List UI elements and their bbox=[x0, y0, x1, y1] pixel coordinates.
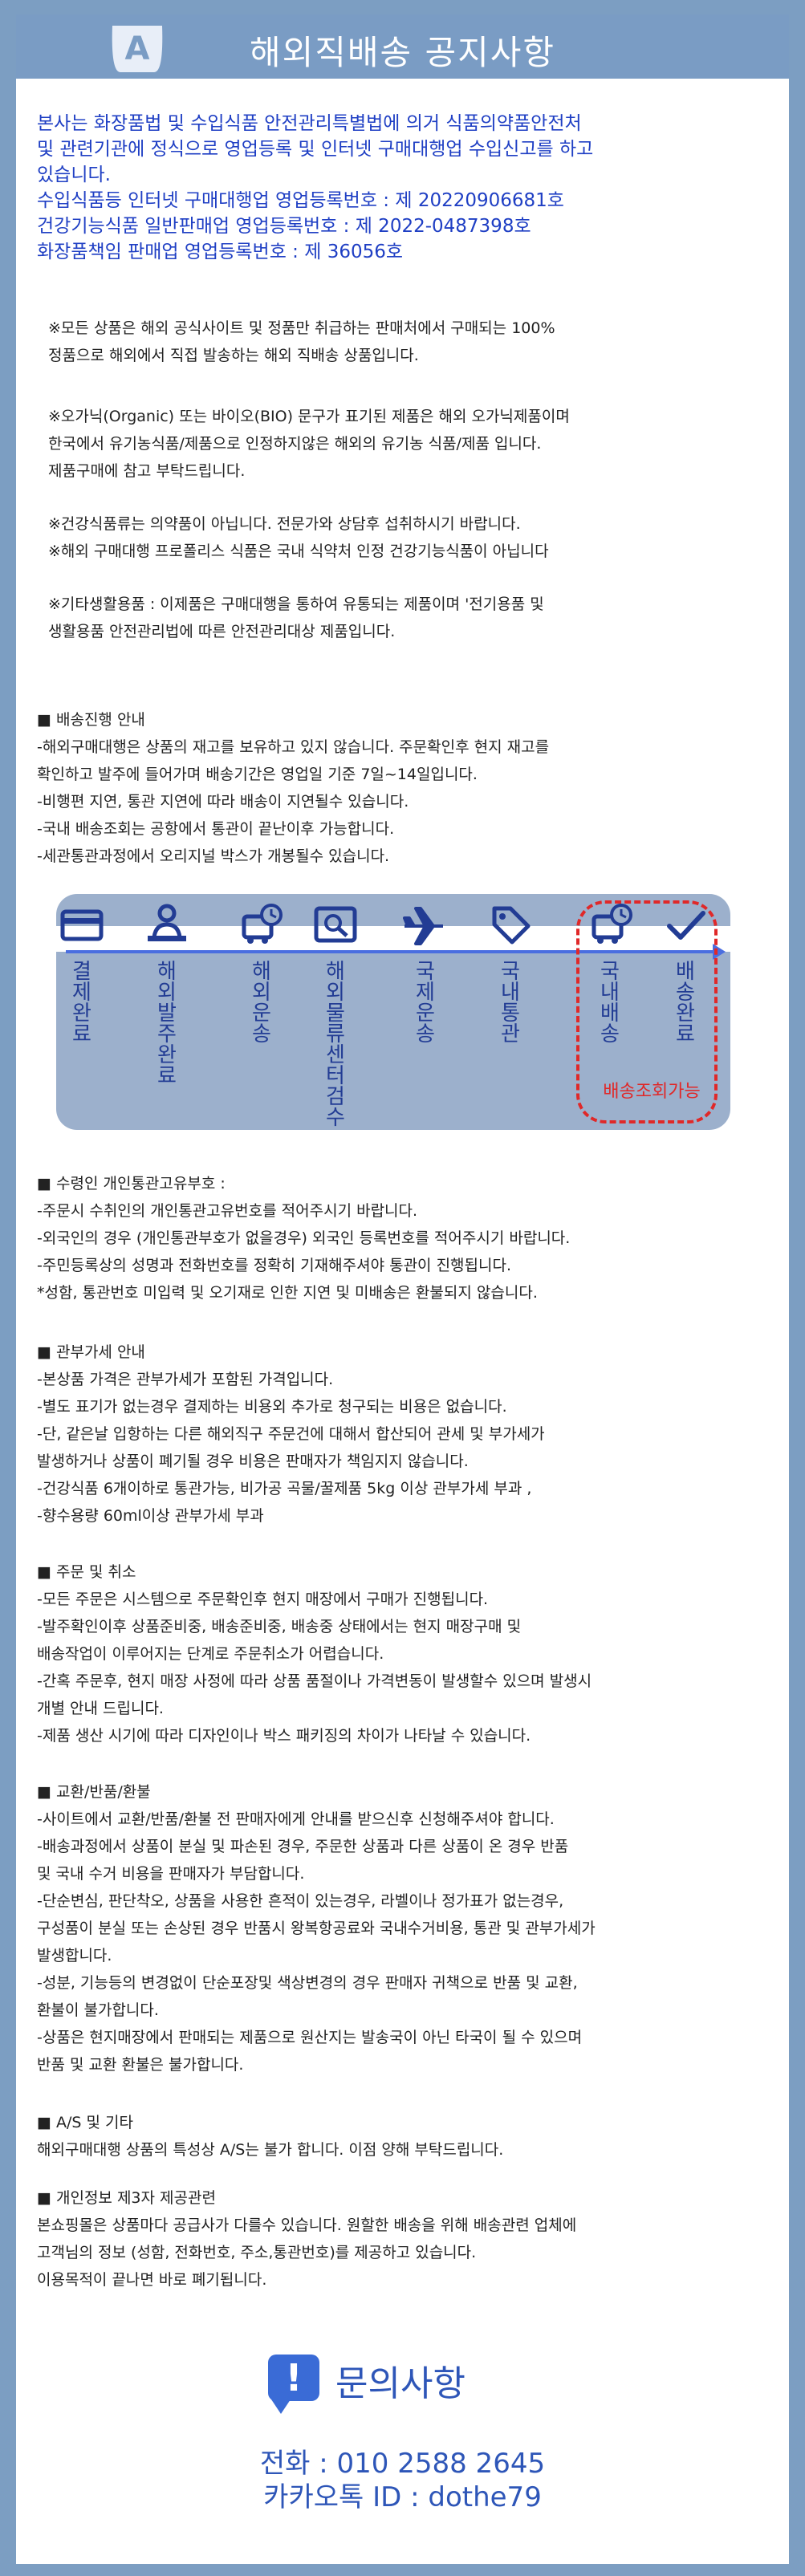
section-title: ■ 배송진행 안내 bbox=[37, 711, 145, 729]
section-line: 확인하고 발주에 들어가며 배송기간은 영업일 기준 7일~14일입니다. bbox=[37, 766, 478, 783]
contact-kakao: 카카오톡 ID : dothe79 bbox=[263, 2481, 542, 2513]
notice-line: ※해외 구매대행 프로폴리스 식품은 국내 식약처 인정 건강기능식품이 아닙니… bbox=[48, 542, 549, 560]
step-delivered: 배송완료 bbox=[676, 960, 695, 1046]
section-line: -모든 주문은 시스템으로 주문확인후 현지 매장에서 구매가 진행됩니다. bbox=[37, 1591, 489, 1608]
section-line: -주민등록상의 성명과 전화번호를 정확히 기재해주셔야 통관이 진행됩니다. bbox=[37, 1257, 512, 1274]
section-line: 발생하거나 상품이 폐기될 경우 비용은 판매자가 책임지지 않습니다. bbox=[37, 1453, 469, 1470]
tax-section: ■ 관부가세 안내 -본상품 가격은 관부가세가 포함된 가격입니다. -별도 … bbox=[37, 1339, 775, 1530]
section-line: -발주확인이후 상품준비중, 배송준비중, 배송중 상태에서는 현지 매장구매 … bbox=[37, 1618, 522, 1635]
section-line: -본상품 가격은 관부가세가 포함된 가격입니다. bbox=[37, 1371, 334, 1388]
intro-line: 본사는 화장품법 및 수입식품 안전관리특별법에 의거 식품의약품안전처 bbox=[37, 113, 582, 134]
registration-notice: 본사는 화장품법 및 수입식품 안전관리특별법에 의거 식품의약품안전처 및 관… bbox=[37, 111, 767, 265]
person-laptop-icon bbox=[148, 904, 186, 941]
shipping-timeline: 결제완료 해외발주완료 해외운송 해외물류센터 검수 국제운송 국내통관 국내배… bbox=[56, 894, 730, 1130]
section-line: -배송과정에서 상품이 분실 및 파손된 경우, 주문한 상품과 다른 상품이 … bbox=[37, 1838, 569, 1855]
step-overseas-transport: 해외운송 bbox=[252, 960, 271, 1046]
step-customs: 국내통관 bbox=[501, 960, 520, 1046]
section-line: -간혹 주문후, 현지 매장 사정에 따라 상품 품절이나 가격변동이 발생할수… bbox=[37, 1672, 592, 1690]
truck-clock-icon bbox=[242, 904, 283, 944]
intro-line: 화장품책임 판매업 영업등록번호 : 제 36056호 bbox=[37, 242, 404, 262]
section-title: ■ 교환/반품/환불 bbox=[37, 1783, 151, 1801]
section-line: -성분, 기능등의 변경없이 단순포장및 색상변경의 경우 판매자 귀책으로 반… bbox=[37, 1974, 578, 1992]
notice-line: 제품구매에 참고 부탁드립니다. bbox=[48, 462, 246, 480]
section-line: 고객님의 정보 (성함, 전화번호, 주소,통관번호)를 제공하고 있습니다. bbox=[37, 2244, 477, 2261]
tracking-label: 배송조회가능 bbox=[603, 1082, 701, 1102]
section-line: *성함, 통관번호 미입력 및 오기재로 인한 지연 및 미배송은 환불되지 않… bbox=[37, 1284, 538, 1302]
tag-icon bbox=[492, 906, 531, 945]
step-payment: 결제완료 bbox=[72, 960, 91, 1046]
section-line: 해외구매대행 상품의 특성상 A/S는 불가 합니다. 이점 양해 부탁드립니다… bbox=[37, 2141, 504, 2159]
section-line: 구성품이 분실 또는 손상된 경우 반품시 왕복항공료와 국내수거비용, 통관 … bbox=[37, 1920, 596, 1937]
notice-household: ※기타생활용품 : 이제품은 구매대행을 통하여 유통되는 제품이며 '전기용품… bbox=[48, 591, 787, 645]
content-panel bbox=[16, 79, 789, 2564]
airplane-icon bbox=[403, 907, 443, 945]
intro-line: 건강기능식품 일반판매업 영업등록번호 : 제 2022-0487398호 bbox=[37, 216, 531, 237]
notice-line: 한국에서 유기농식품/제품으로 인정하지않은 해외의 유기농 식품/제품 입니다… bbox=[48, 435, 542, 453]
intro-line: 및 관련기관에 정식으로 영업등록 및 인터넷 구매대행업 수입신고를 하고 bbox=[37, 139, 594, 160]
notice-line: ※오가닉(Organic) 또는 바이오(BIO) 문구가 표기된 제품은 해외… bbox=[48, 408, 570, 425]
section-line: -사이트에서 교환/반품/환불 전 판매자에게 안내를 받으신후 신청해주셔야 … bbox=[37, 1810, 555, 1828]
credit-card-icon bbox=[60, 909, 104, 941]
page-title: 해외직배송 공지사항 bbox=[249, 33, 556, 72]
section-title: ■ 개인정보 제3자 제공관련 bbox=[37, 2189, 216, 2207]
intro-line: 수입식품등 인터넷 구매대행업 영업등록번호 : 제 20220906681호 bbox=[37, 190, 564, 211]
order-section: ■ 주문 및 취소 -모든 주문은 시스템으로 주문확인후 현지 매장에서 구매… bbox=[37, 1558, 775, 1749]
timeline-line bbox=[66, 950, 716, 953]
section-line: -향수용량 60ml이상 관부가세 부과 bbox=[37, 1507, 264, 1525]
section-line: -단, 같은날 입항하는 다른 해외직구 주문건에 대해서 합산되어 관세 및 … bbox=[37, 1425, 545, 1443]
contact-phone: 전화 : 010 2588 2645 bbox=[259, 2448, 546, 2480]
section-title: ■ 관부가세 안내 bbox=[37, 1343, 145, 1361]
svg-text:A: A bbox=[125, 30, 150, 67]
section-line: 발생합니다. bbox=[37, 1947, 112, 1965]
shipping-section: ■ 배송진행 안내 -해외구매대행은 상품의 재고를 보유하고 있지 않습니다.… bbox=[37, 706, 775, 870]
logo-a-icon: A bbox=[112, 26, 163, 72]
as-section: ■ A/S 및 기타 해외구매대행 상품의 특성상 A/S는 불가 합니다. 이… bbox=[37, 2109, 775, 2164]
step-warehouse-inspection: 해외물류센터 검수 bbox=[326, 960, 345, 1130]
exclamation-icon: ! bbox=[268, 2355, 319, 2414]
step-intl-transport: 국제운송 bbox=[416, 960, 435, 1046]
section-title: ■ A/S 및 기타 bbox=[37, 2114, 133, 2131]
notice-genuine: ※모든 상품은 해외 공식사이트 및 정품만 취급하는 판매처에서 구매되는 1… bbox=[48, 315, 787, 369]
search-box-icon bbox=[314, 906, 357, 943]
notice-line: ※모든 상품은 해외 공식사이트 및 정품만 취급하는 판매처에서 구매되는 1… bbox=[48, 319, 555, 337]
step-domestic-delivery: 국내배송 bbox=[600, 960, 620, 1046]
header-bar: A 해외직배송 공지사항 bbox=[16, 14, 789, 79]
section-line: -상품은 현지매장에서 판매되는 제품으로 원산지는 발송국이 아닌 타국이 될… bbox=[37, 2029, 583, 2046]
section-line: 이용목적이 끝나면 바로 폐기됩니다. bbox=[37, 2271, 267, 2289]
intro-line: 있습니다. bbox=[37, 165, 111, 185]
returns-section: ■ 교환/반품/환불 -사이트에서 교환/반품/환불 전 판매자에게 안내를 받… bbox=[37, 1778, 775, 2078]
section-title: ■ 수령인 개인통관고유부호 : bbox=[37, 1175, 226, 1193]
section-line: -단순변심, 판단착오, 상품을 사용한 흔적이 있는경우, 라벨이나 정가표가… bbox=[37, 1892, 564, 1910]
section-line: -주문시 수취인의 개인통관고유번호를 적어주시기 바랍니다. bbox=[37, 1202, 418, 1220]
customs-section: ■ 수령인 개인통관고유부호 : -주문시 수취인의 개인통관고유번호를 적어주… bbox=[37, 1170, 775, 1306]
privacy-section: ■ 개인정보 제3자 제공관련 본쇼핑몰은 상품마다 공급사가 다를수 있습니다… bbox=[37, 2184, 775, 2294]
notice-line: 생활용품 안전관리법에 따른 안전관리대상 제품입니다. bbox=[48, 623, 396, 640]
section-line: 배송작업이 이루어지는 단계로 주문취소가 어렵습니다. bbox=[37, 1645, 384, 1663]
notice-line: 정품으로 해외에서 직접 발송하는 해외 직배송 상품입니다. bbox=[48, 347, 419, 364]
notice-line: ※건강식품류는 의약품이 아닙니다. 전문가와 상담후 섭취하시기 바랍니다. bbox=[48, 515, 521, 533]
section-line: -세관통관과정에서 오리지널 박스가 개봉될수 있습니다. bbox=[37, 847, 390, 865]
tracking-highlight bbox=[576, 900, 718, 1123]
section-line: -국내 배송조회는 공항에서 통관이 끝난이후 가능합니다. bbox=[37, 820, 395, 838]
exclamation-mark: ! bbox=[285, 2356, 303, 2399]
notice-organic: ※오가닉(Organic) 또는 바이오(BIO) 문구가 표기된 제품은 해외… bbox=[48, 403, 787, 485]
section-title: ■ 주문 및 취소 bbox=[37, 1563, 136, 1581]
section-line: -별도 표기가 없는경우 결제하는 비용외 추가로 청구되는 비용은 없습니다. bbox=[37, 1398, 507, 1416]
section-line: 반품 및 교환 환불은 불가합니다. bbox=[37, 2056, 244, 2074]
section-line: 환불이 불가합니다. bbox=[37, 2001, 159, 2019]
notice-line: ※기타생활용품 : 이제품은 구매대행을 통하여 유통되는 제품이며 '전기용품… bbox=[48, 595, 544, 613]
section-line: -외국인의 경우 (개인통관부호가 없을경우) 외국인 등록번호를 적어주시기 … bbox=[37, 1229, 571, 1247]
notice-health: ※건강식품류는 의약품이 아닙니다. 전문가와 상담후 섭취하시기 바랍니다. … bbox=[48, 510, 787, 565]
section-line: -제품 생산 시기에 따라 디자인이나 박스 패키징의 차이가 나타날 수 있습… bbox=[37, 1727, 531, 1745]
inquiry-title: 문의사항 bbox=[335, 2363, 466, 2404]
section-line: 개별 안내 드립니다. bbox=[37, 1700, 164, 1717]
section-line: 및 국내 수거 비용을 판매자가 부담합니다. bbox=[37, 1865, 305, 1883]
step-overseas-order: 해외발주완료 bbox=[157, 960, 177, 1088]
section-line: 본쇼핑몰은 상품마다 공급사가 다를수 있습니다. 원할한 배송을 위해 배송관… bbox=[37, 2216, 577, 2234]
section-line: -건강식품 6개이하로 통관가능, 비가공 곡물/꿀제품 5kg 이상 관부가세… bbox=[37, 1480, 532, 1497]
section-line: -비행편 지연, 통관 지연에 따라 배송이 지연될수 있습니다. bbox=[37, 793, 409, 811]
section-line: -해외구매대행은 상품의 재고를 보유하고 있지 않습니다. 주문확인후 현지 … bbox=[37, 738, 550, 756]
